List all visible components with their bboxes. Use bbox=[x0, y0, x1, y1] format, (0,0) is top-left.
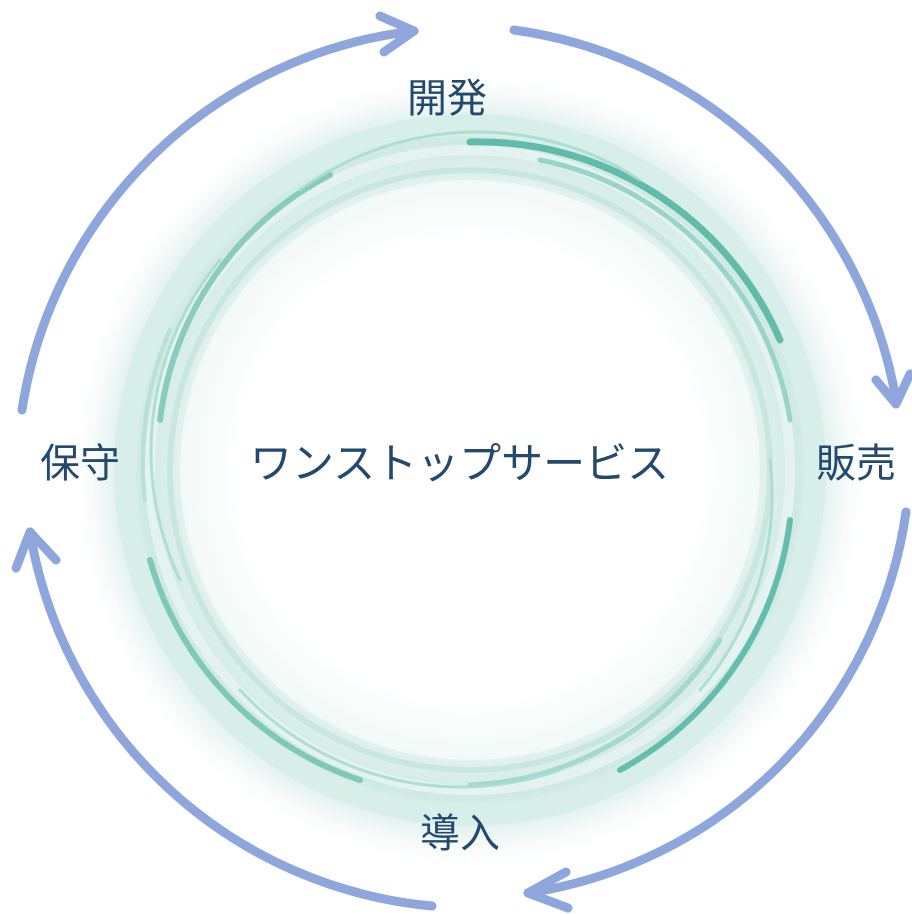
clockwise-arrow-icon bbox=[523, 867, 573, 913]
cycle-arrows bbox=[11, 11, 912, 913]
swirl-ring bbox=[114, 114, 826, 826]
clockwise-arrow-icon bbox=[375, 11, 419, 57]
stage-label-sales: 販売 bbox=[816, 441, 896, 487]
clockwise-arrow-icon bbox=[871, 369, 912, 409]
arrow-arc-right-to-bottom bbox=[523, 507, 911, 898]
stage-label-development: 開発 bbox=[407, 76, 487, 122]
ring-center bbox=[180, 180, 760, 760]
arrow-arc-top-to-right bbox=[509, 25, 901, 405]
stage-label-maintenance: 保守 bbox=[40, 441, 120, 487]
clockwise-arrow-icon bbox=[11, 527, 61, 573]
stage-label-introduction: 導入 bbox=[420, 811, 500, 857]
center-label: ワンストップサービス bbox=[250, 439, 670, 488]
arrow-arc-bottom-to-left bbox=[25, 527, 437, 911]
arrow-arc-left-to-top bbox=[17, 26, 419, 415]
